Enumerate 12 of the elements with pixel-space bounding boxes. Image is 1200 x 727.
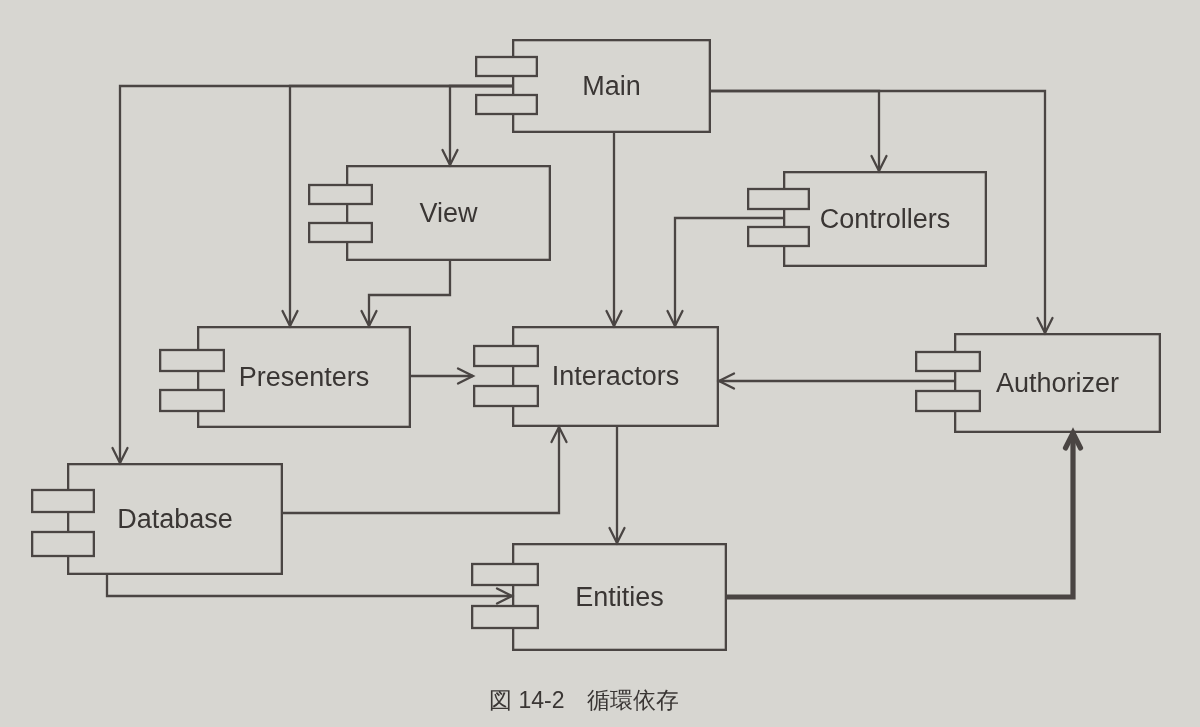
caption: 図 14-2 循環依存 [489, 686, 680, 715]
arrow [608, 427, 626, 545]
arrow [411, 367, 475, 385]
arrow [711, 89, 1054, 335]
arrow [666, 216, 783, 328]
arrow [360, 261, 452, 328]
arrow [111, 84, 512, 465]
arrow [727, 430, 1084, 600]
arrow [105, 575, 514, 605]
arrow [717, 372, 954, 390]
arrow [605, 133, 623, 328]
arrow [283, 425, 568, 515]
